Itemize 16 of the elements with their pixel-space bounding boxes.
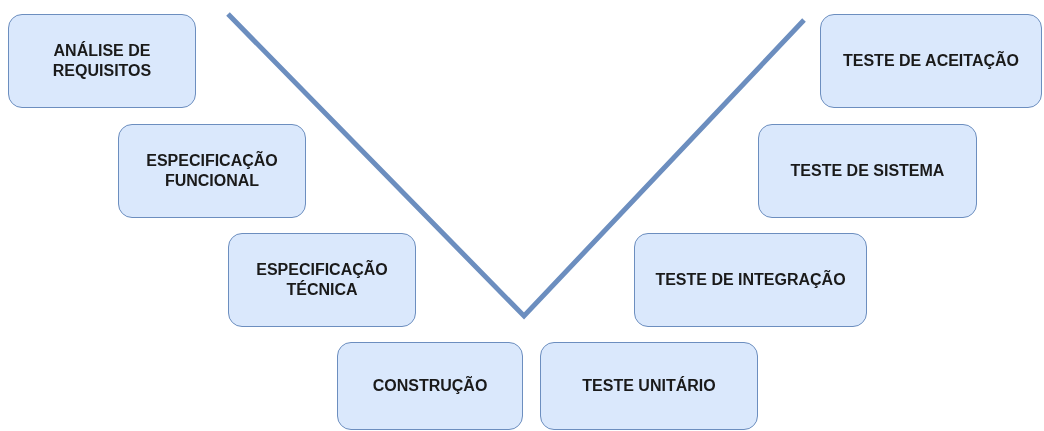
process-box: [820, 14, 1042, 108]
process-box: [634, 233, 867, 327]
box-label: TESTE DE INTEGRAÇÃO: [655, 270, 846, 290]
box-label: ESPECIFICAÇÃO FUNCIONAL: [145, 151, 279, 191]
box-label: ESPECIFICAÇÃO TÉCNICA: [255, 260, 389, 300]
process-box: [118, 124, 306, 218]
box-label: TESTE UNITÁRIO: [582, 376, 716, 396]
process-box: [758, 124, 977, 218]
box-label: TESTE DE SISTEMA: [790, 161, 945, 181]
box-label: TESTE DE ACEITAÇÃO: [843, 51, 1019, 71]
process-box: [337, 342, 523, 430]
process-box: [228, 233, 416, 327]
process-box: [540, 342, 758, 430]
box-label: CONSTRUÇÃO: [372, 376, 488, 396]
process-box: [8, 14, 196, 108]
box-label: ANÁLISE DE REQUISITOS: [51, 41, 153, 81]
